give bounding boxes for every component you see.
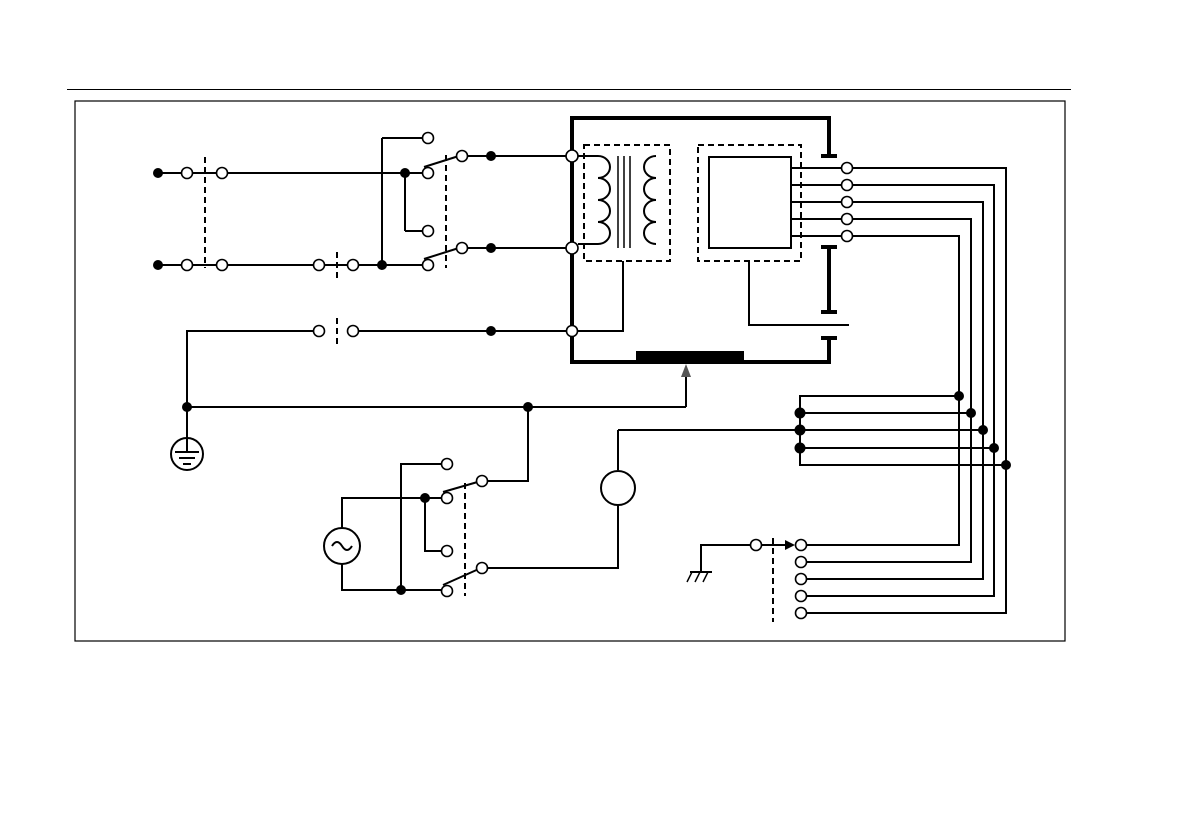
output-terminals xyxy=(806,163,1006,614)
selector-terminals xyxy=(773,538,807,622)
meter-icon xyxy=(601,471,635,505)
shield-plate xyxy=(636,351,744,362)
ac-source-circuit xyxy=(324,407,618,597)
upper-selector-switch xyxy=(377,133,572,271)
line-input-group xyxy=(153,157,430,278)
chassis-ground xyxy=(687,540,795,583)
isolated-module xyxy=(698,145,849,325)
meter xyxy=(601,430,635,505)
arrow-to-shield xyxy=(681,364,691,377)
protective-earth xyxy=(171,318,691,470)
connection-bus xyxy=(618,391,1011,470)
isolation-transformer xyxy=(578,145,670,331)
input-node-1 xyxy=(153,168,163,178)
input-node-2 xyxy=(153,260,163,270)
